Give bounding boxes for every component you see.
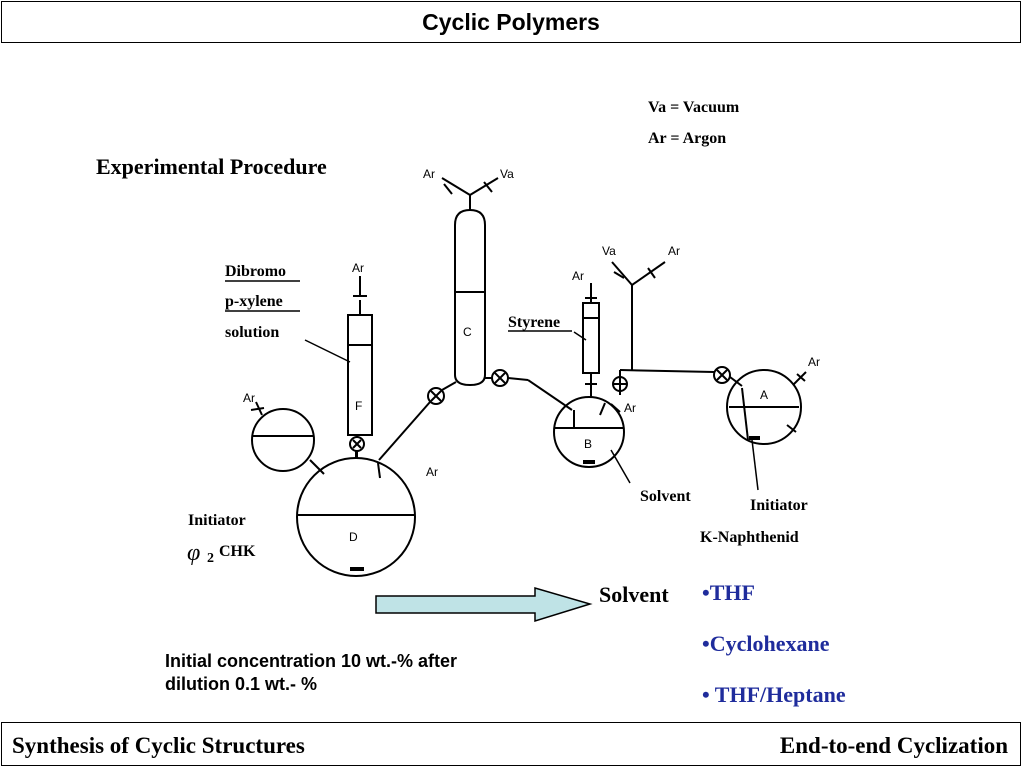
flask-f-label: F bbox=[355, 399, 362, 413]
column-f bbox=[347, 314, 373, 436]
phi-symbol: φ bbox=[187, 540, 200, 566]
flask-left bbox=[251, 408, 315, 472]
footer-right-text: End-to-end Cyclization bbox=[779, 733, 1008, 758]
flask-c-label: C bbox=[463, 325, 472, 339]
flask-b-label: B bbox=[584, 437, 592, 451]
ar-label-c: Ar bbox=[423, 167, 435, 181]
va-label-top: Va bbox=[602, 244, 616, 258]
phi-subscript: 2 bbox=[207, 551, 214, 566]
ar-label-styrene: Ar bbox=[572, 269, 584, 283]
slide-title: Cyclic Polymers bbox=[1, 1, 1021, 43]
note-line-1: Initial concentration 10 wt.-% after bbox=[165, 651, 458, 671]
apparatus-diagram: Va = Vacuum Ar = Argon Dibromo p-xylene … bbox=[187, 99, 820, 623]
pxylene-label: p-xylene bbox=[225, 293, 283, 310]
ar-label-top: Ar bbox=[668, 244, 680, 258]
solvent-heading: Solvent bbox=[599, 582, 669, 607]
initiator-a-label: Initiator bbox=[750, 497, 808, 514]
flask-d-label: D bbox=[349, 530, 358, 544]
solvent-b-label: Solvent bbox=[640, 488, 691, 505]
solution-label: solution bbox=[225, 324, 279, 341]
solvent-item-thf-heptane: • THF/Heptane bbox=[702, 682, 846, 707]
footer-left-text: Synthesis of Cyclic Structures bbox=[12, 733, 305, 758]
va-label-c: Va bbox=[500, 167, 514, 181]
column-c bbox=[454, 208, 486, 387]
ar-label-f: Ar bbox=[352, 261, 364, 275]
flask-a-label: A bbox=[760, 388, 768, 402]
legend-vacuum: Va = Vacuum bbox=[648, 99, 740, 116]
initiator-d-label: Initiator bbox=[188, 512, 246, 529]
styrene-column bbox=[582, 302, 600, 374]
solvent-item-thf: •THF bbox=[702, 580, 755, 605]
styrene-label: Styrene bbox=[508, 314, 560, 331]
diagram-title: Experimental Procedure bbox=[96, 154, 327, 179]
k-naphthenid-label: K-Naphthenid bbox=[700, 529, 799, 546]
ar-label-a: Ar bbox=[808, 355, 820, 369]
ar-label-d: Ar bbox=[426, 465, 438, 479]
dibromo-label: Dibromo bbox=[225, 263, 286, 280]
legend-argon: Ar = Argon bbox=[648, 130, 726, 147]
slide-footer: Synthesis of Cyclic Structures End-to-en… bbox=[1, 722, 1021, 766]
chk-label: CHK bbox=[219, 543, 256, 560]
solvent-item-cyclohexane: •Cyclohexane bbox=[702, 631, 830, 656]
flask-a bbox=[726, 369, 802, 445]
process-arrow bbox=[375, 587, 593, 623]
concentration-note: Initial concentration 10 wt.-% after dil… bbox=[165, 650, 555, 696]
ar-label-b: Ar bbox=[624, 401, 636, 415]
solvent-list: •THF •Cyclohexane • THF/Heptane bbox=[702, 580, 846, 733]
flask-d bbox=[296, 457, 416, 577]
ar-label-left: Ar bbox=[243, 391, 255, 405]
note-line-2: dilution 0.1 wt.- % bbox=[165, 674, 317, 694]
flask-b bbox=[553, 396, 625, 468]
